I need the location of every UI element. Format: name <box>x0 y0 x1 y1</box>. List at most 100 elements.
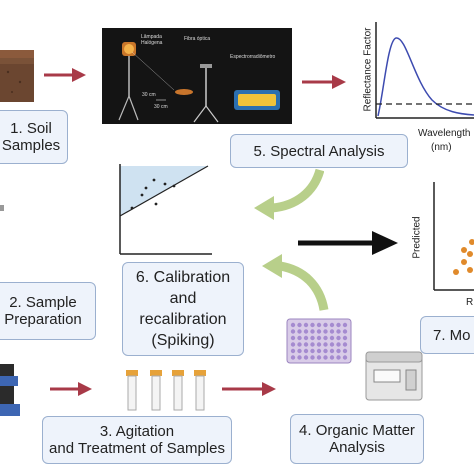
arrow-photo-to-spectrum <box>302 75 346 89</box>
calibration-points <box>130 178 176 210</box>
step-1-box: 1. Soil Samples <box>0 110 68 164</box>
tube <box>194 370 206 411</box>
plate-well <box>290 335 296 341</box>
photo-drawing <box>118 42 280 123</box>
plate-well <box>310 322 315 328</box>
arrow-spectral-to-calibration <box>254 168 324 220</box>
distance-label-1: 30 cm <box>142 92 156 98</box>
arrow-analysis-to-calibration <box>262 254 329 311</box>
step-7-line-1: 7. Mo <box>433 326 471 344</box>
plate-well <box>323 348 328 354</box>
plate-well <box>336 322 341 328</box>
reflectance-spectrum-plot <box>375 22 474 119</box>
plate-well <box>329 329 335 334</box>
prediction-ylabel: Predicted <box>411 216 423 259</box>
plate-well <box>290 348 296 354</box>
step-4-line-1: 4. Organic Matter <box>299 422 415 439</box>
plate-well <box>297 355 302 360</box>
plate-well <box>297 342 302 347</box>
plate-well <box>297 322 302 328</box>
arrow-step1-to-photo <box>44 68 86 82</box>
step-3-line-3: and Treatment of Samples <box>49 440 225 457</box>
step-1-line-1: 1. Soil <box>10 120 52 137</box>
plate-well <box>290 322 296 328</box>
plate-well <box>323 329 328 334</box>
plate-well <box>303 342 309 347</box>
step-4-box: 4. Organic Matter Analysis <box>290 414 424 464</box>
spectrum-curve <box>377 37 474 117</box>
distance-label-2: 30 cm <box>154 104 168 110</box>
plate-well <box>329 335 335 341</box>
plate-well <box>310 342 315 347</box>
plate-well <box>310 348 315 354</box>
step-3-box: 3. Agitation and Treatment of Samples <box>42 416 232 464</box>
step-5-line-1: 5. Spectral Analysis <box>253 142 385 160</box>
plate-well <box>310 335 315 341</box>
plate-well <box>336 342 341 347</box>
plate-well <box>323 335 328 341</box>
spectro-label: Espectrorradiômetro <box>230 54 276 60</box>
plate-well <box>316 342 322 347</box>
arrow-calibration-to-prediction <box>298 231 398 255</box>
soil-sample-illustration <box>0 50 34 102</box>
tube <box>126 370 138 411</box>
tube <box>172 370 184 411</box>
plate-well <box>342 329 348 334</box>
plate-well <box>297 335 302 341</box>
plate-well <box>342 342 348 347</box>
plate-well <box>310 329 315 334</box>
plate-well <box>329 348 335 354</box>
step-2-box: 2. Sample Preparation <box>0 282 96 340</box>
plate-well <box>316 348 322 354</box>
spectral-setup-photo: Lâmpada Halógena Fibra óptica Espectrorr… <box>102 28 292 124</box>
plate-well <box>336 329 341 334</box>
spectrum-xlabel: Wavelength <box>418 128 471 139</box>
step-1-line-2: Samples <box>1 137 61 154</box>
plate-well <box>297 348 302 354</box>
plate-well <box>342 355 348 360</box>
plate-well <box>310 355 315 360</box>
plate-well <box>303 348 309 354</box>
step-7-box: 7. Mo <box>420 316 474 354</box>
step-6-box: 6. Calibration and recalibration (Spikin… <box>122 262 244 356</box>
plate-well <box>316 335 322 341</box>
plate-well <box>316 322 322 328</box>
shaker-machine <box>0 364 20 416</box>
prediction-points <box>453 239 474 275</box>
prediction-xlabel-fragment: R <box>466 297 474 308</box>
plate-well <box>323 355 328 360</box>
spectrum-ylabel: Reflectance Factor <box>362 27 374 112</box>
arrow-shaker-to-tubes <box>50 382 92 396</box>
calibration-line <box>119 165 209 217</box>
prediction-plot <box>433 182 474 291</box>
plate-well <box>316 329 322 334</box>
calibration-plot <box>119 164 212 255</box>
plate-well <box>290 355 296 360</box>
plate-well <box>329 342 335 347</box>
step-4-line-2: Analysis <box>329 439 385 456</box>
step-2-line-1: 2. Sample <box>9 294 77 311</box>
plate-well <box>303 329 309 334</box>
plate-well <box>323 322 328 328</box>
organic-matter-analyzer <box>365 351 423 401</box>
plate-well <box>336 355 341 360</box>
plate-well <box>336 335 341 341</box>
plate-well <box>329 355 335 360</box>
step-6-line-4: (Spiking) <box>151 332 215 349</box>
step-2-line-2: Preparation <box>4 311 82 328</box>
plate-well <box>342 335 348 341</box>
step-3-line-1: 3. Agitation <box>99 423 175 440</box>
plate-well <box>303 355 309 360</box>
lamp-label: Lâmpada Halógena <box>141 34 163 46</box>
arrow-tubes-to-analysis <box>222 382 276 396</box>
plate-well <box>297 329 302 334</box>
sample-tubes <box>126 370 206 411</box>
spectrum-xlabel-unit: (nm) <box>431 142 452 153</box>
plate-well <box>329 322 335 328</box>
fiber-label: Fibra óptica <box>184 36 211 42</box>
soil-dish <box>175 89 193 95</box>
plate-well <box>303 322 309 328</box>
plate-well <box>323 342 328 347</box>
tube <box>150 370 162 411</box>
plate-well <box>336 348 341 354</box>
